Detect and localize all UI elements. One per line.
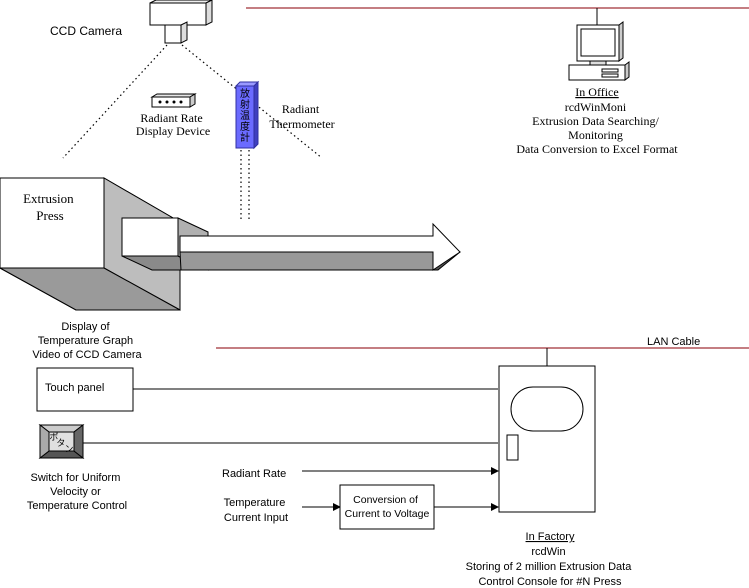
- conversion-box: [339, 484, 435, 530]
- factory-description: rcdWin Storing of 2 million Extrusion Da…: [466, 546, 635, 588]
- switch-caption: Switch for Uniform Velocity or Temperatu…: [27, 472, 127, 512]
- thermometer-beam: [240, 150, 250, 222]
- thermometer-kanji-3: 温: [240, 110, 250, 122]
- radiant-thermometer-label: Radiant Thermometer: [269, 102, 334, 131]
- extrusion-press-label: Extrusion Press: [23, 191, 77, 223]
- factory-console-icon: [498, 365, 596, 513]
- switch-button-icon: [38, 423, 85, 460]
- touch-panel-box: [36, 367, 134, 412]
- camera-view-cone: [62, 44, 323, 159]
- radiant-rate-display-label: Radiant Rate Display Device: [136, 111, 210, 138]
- radiant-rate-label: Radiant Rate: [222, 468, 286, 480]
- radiant-thermometer-icon: 放 射 温 度 計: [234, 80, 260, 150]
- office-description: rcdWinMoni Extrusion Data Searching/ Mon…: [516, 100, 678, 156]
- lan-cable-lines: [216, 7, 749, 349]
- temperature-input-label: Temperature Current Input: [224, 497, 289, 524]
- thermometer-kanji-2: 射: [240, 99, 250, 111]
- office-title: In Office: [575, 85, 618, 99]
- thermometer-kanji-4: 度: [240, 120, 250, 133]
- factory-title: In Factory: [526, 531, 575, 543]
- ccd-camera-label: CCD Camera: [50, 24, 122, 38]
- extrusion-arrow-icon: [179, 222, 461, 271]
- lan-cable-label: LAN Cable: [647, 336, 700, 348]
- display-caption: Display of Temperature Graph Video of CC…: [32, 321, 142, 361]
- thermometer-kanji: 放: [240, 87, 250, 100]
- conversion-label: Conversion of Current to Voltage: [345, 494, 430, 520]
- thermometer-kanji-5: 計: [240, 131, 250, 144]
- switch-kana: ボ タ ン: [49, 432, 73, 454]
- extrusion-press-icon: [0, 177, 209, 311]
- ccd-camera-icon: [149, 0, 213, 44]
- radiant-rate-display-icon: [150, 93, 197, 108]
- touch-panel-label: Touch panel: [45, 382, 104, 394]
- office-computer-icon: [568, 21, 630, 81]
